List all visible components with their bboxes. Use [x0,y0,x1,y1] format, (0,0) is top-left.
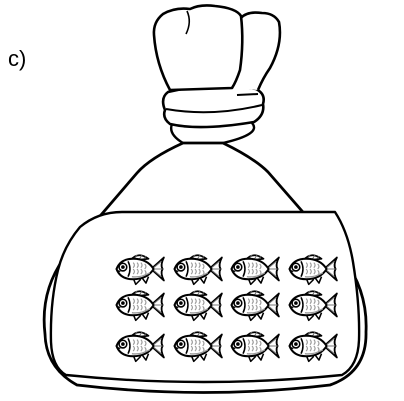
bag-knot [161,84,265,129]
bag-tuft-left [152,4,244,92]
item-label: c) [8,46,27,71]
